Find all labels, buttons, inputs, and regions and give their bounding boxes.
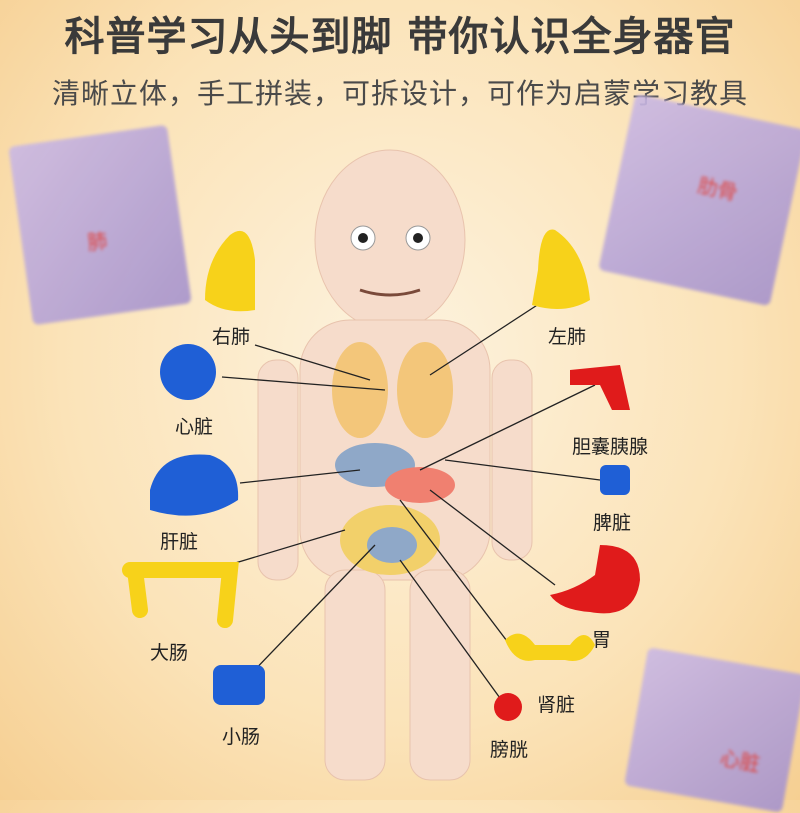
left-lung-piece xyxy=(532,229,590,309)
heart-piece xyxy=(160,344,216,400)
liver-piece xyxy=(150,454,239,516)
bladder-piece xyxy=(494,693,522,721)
large-intestine-piece xyxy=(122,562,239,628)
label-left-lung: 左肺 xyxy=(548,326,587,348)
gallbladder-pancreas-piece xyxy=(570,365,630,410)
leader-lines xyxy=(211,299,601,706)
label-large-intestine: 大肠 xyxy=(150,642,189,664)
label-spleen: 脾脏 xyxy=(593,512,632,534)
label-heart: 心脏 xyxy=(175,416,214,438)
label-bladder: 膀胱 xyxy=(490,739,529,761)
label-kidney: 肾脏 xyxy=(537,694,576,716)
kidney-piece xyxy=(505,633,595,661)
right-lung-piece xyxy=(205,230,255,312)
label-stomach: 胃 xyxy=(592,629,612,651)
page-title: 科普学习从头到脚 带你认识全身器官 xyxy=(64,14,736,60)
small-intestine-piece xyxy=(213,665,265,705)
label-gallbladder-pancreas: 胆囊胰腺 xyxy=(572,436,649,458)
label-right-lung: 右肺 xyxy=(212,326,251,348)
organ-pieces xyxy=(122,229,640,721)
page-subtitle: 清晰立体，手工拼装，可拆设计，可作为启蒙学习教具 xyxy=(51,77,748,110)
torso-organs xyxy=(332,342,455,575)
stomach-piece xyxy=(550,545,640,614)
label-liver: 肝脏 xyxy=(160,531,199,553)
label-small-intestine: 小肠 xyxy=(222,726,261,748)
spleen-piece xyxy=(600,465,630,495)
